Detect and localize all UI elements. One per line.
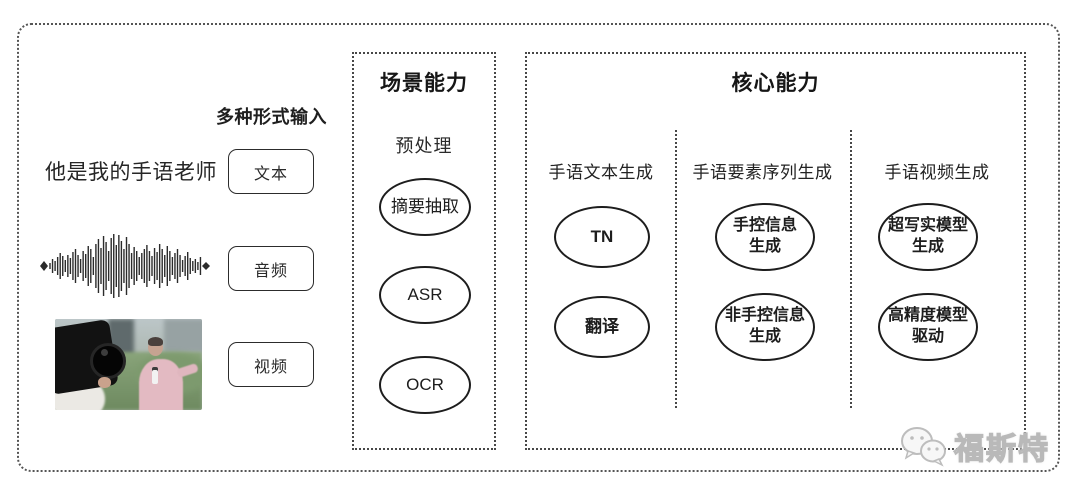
input-type-video-label: 视频 xyxy=(253,358,288,376)
node-translation: 翻译 xyxy=(554,296,650,358)
node-tn: TN xyxy=(554,206,650,268)
node-summary-extraction: 摘要抽取 xyxy=(379,178,471,236)
column-header-sign-text-generation: 手语文本生成 xyxy=(548,163,654,182)
photo-microphone xyxy=(152,369,159,384)
outer-dotted-border xyxy=(17,23,1060,472)
column-header-sign-element-sequence-generation: 手语要素序列生成 xyxy=(692,163,833,182)
column-divider xyxy=(675,130,677,408)
scene-capabilities-panel: 场景能力 预处理 摘要抽取 ASR OCR xyxy=(352,52,496,450)
node-manual-info-generation: 手控信息 生成 xyxy=(715,203,815,271)
photo-reporter-hair xyxy=(147,337,163,347)
column-divider xyxy=(850,130,852,408)
scene-panel-subtitle: 预处理 xyxy=(395,136,453,156)
input-type-text-box: 文本 xyxy=(228,149,314,194)
watermark-text: 福斯特 xyxy=(953,432,1050,466)
column-header-sign-video-generation: 手语视频生成 xyxy=(884,163,990,182)
example-sentence-text: 他是我的手语老师 xyxy=(45,161,217,184)
core-panel-title: 核心能力 xyxy=(731,72,820,95)
interview-video-thumbnail xyxy=(55,319,202,410)
photo-reporter xyxy=(138,359,183,410)
input-section-title: 多种形式输入 xyxy=(216,107,327,127)
input-type-text-label: 文本 xyxy=(253,165,288,183)
wechat-logo-icon xyxy=(901,427,946,467)
photo-camera-lens-glint xyxy=(100,349,108,357)
input-type-video-box: 视频 xyxy=(228,342,314,387)
node-non-manual-info-generation: 非手控信息 生成 xyxy=(715,293,815,361)
photo-building xyxy=(163,319,202,352)
scene-panel-title: 场景能力 xyxy=(380,72,468,95)
input-type-audio-box: 音频 xyxy=(228,246,314,291)
photo-camera-hand xyxy=(97,377,111,389)
node-asr: ASR xyxy=(379,266,471,324)
node-hyperrealistic-model-generation: 超写实模型 生成 xyxy=(878,203,978,271)
photo-camera-lens xyxy=(90,342,127,379)
input-type-audio-label: 音频 xyxy=(253,262,288,280)
audio-waveform-icon xyxy=(40,234,210,298)
node-high-precision-model-driving: 高精度模型 驱动 xyxy=(878,293,978,361)
watermark: 福斯特 xyxy=(898,424,1050,468)
node-ocr: OCR xyxy=(379,356,471,414)
core-capabilities-panel: 核心能力 手语文本生成 手语要素序列生成 手语视频生成 TN 翻译 手控信息 生… xyxy=(525,52,1026,450)
